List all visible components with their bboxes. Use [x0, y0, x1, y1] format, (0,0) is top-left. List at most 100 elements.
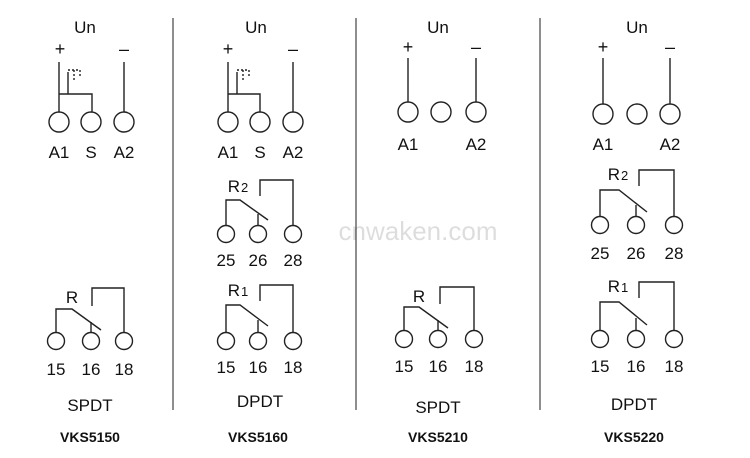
- terminal-18: [464, 329, 484, 349]
- terminal-label: A1: [398, 135, 419, 154]
- supply-wiring: [58, 62, 125, 112]
- relay-contact: [225, 179, 294, 226]
- terminal-15: [394, 329, 414, 349]
- panel-vks5150: Un + – A1 S A2 R 15 16 18 SPDT VKS5150: [47, 18, 135, 445]
- supply-wiring: [407, 58, 477, 102]
- plus-sign: +: [55, 39, 66, 59]
- relay-contact: [403, 286, 475, 331]
- contact-type: SPDT: [415, 398, 460, 417]
- terminal-label: 18: [465, 357, 484, 376]
- terminal-28: [283, 224, 303, 244]
- terminal-15: [216, 331, 236, 351]
- terminal-a1: [397, 101, 419, 123]
- terminal-label: A2: [114, 143, 135, 162]
- terminal-a1: [48, 111, 70, 133]
- terminal-label: 16: [429, 357, 448, 376]
- terminal-15: [590, 329, 610, 349]
- terminal-16: [428, 329, 448, 349]
- relay-contact: [599, 169, 675, 217]
- terminal-26: [626, 215, 646, 235]
- terminal-label: 18: [284, 358, 303, 377]
- terminal-label: A1: [593, 135, 614, 154]
- contact-type: DPDT: [237, 392, 283, 411]
- supply-label: Un: [427, 18, 449, 37]
- terminal-a2: [465, 101, 487, 123]
- terminal-unused: [626, 103, 648, 125]
- relay-subscript: 1: [621, 280, 628, 295]
- minus-sign: –: [288, 39, 298, 59]
- terminal-a2: [659, 103, 681, 125]
- terminal-18: [114, 331, 134, 351]
- terminal-label: 18: [665, 357, 684, 376]
- supply-label: Un: [74, 18, 96, 37]
- terminal-label: S: [254, 143, 265, 162]
- plus-sign: +: [598, 37, 609, 57]
- relay-contact: [55, 287, 125, 333]
- relay-subscript: 2: [621, 168, 628, 183]
- terminal-s: [80, 111, 102, 133]
- relay-label: R: [66, 288, 78, 307]
- supply-label: Un: [626, 18, 648, 37]
- model-name: VKS5150: [60, 429, 120, 445]
- terminal-15: [46, 331, 66, 351]
- terminal-18: [283, 331, 303, 351]
- relay-label: R: [228, 177, 240, 196]
- terminal-25: [590, 215, 610, 235]
- terminal-label: 16: [627, 357, 646, 376]
- terminal-a2: [282, 111, 304, 133]
- terminal-25: [216, 224, 236, 244]
- panel-vks5160: Un + – A1 S A2 R 2 25 26 28 R 1: [217, 18, 304, 445]
- terminal-18: [664, 329, 684, 349]
- terminal-label: 25: [217, 251, 236, 270]
- terminal-16: [81, 331, 101, 351]
- terminal-label: S: [85, 143, 96, 162]
- terminal-a1: [592, 103, 614, 125]
- terminal-label: A2: [660, 135, 681, 154]
- terminal-label: 15: [591, 357, 610, 376]
- terminal-label: 15: [217, 358, 236, 377]
- panel-vks5220: Un + – A1 A2 R 2 25 26 28 R 1: [591, 18, 684, 445]
- minus-sign: –: [665, 37, 675, 57]
- terminal-label: 25: [591, 244, 610, 263]
- terminal-label: 16: [82, 360, 101, 379]
- terminal-label: 26: [627, 244, 646, 263]
- relay-label: R: [608, 165, 620, 184]
- contact-type: SPDT: [67, 396, 112, 415]
- terminal-a1: [217, 111, 239, 133]
- terminal-label: 28: [665, 244, 684, 263]
- terminal-label: 26: [249, 251, 268, 270]
- terminal-label: A2: [283, 143, 304, 162]
- relay-label: R: [608, 277, 620, 296]
- terminal-label: 15: [395, 357, 414, 376]
- terminal-16: [626, 329, 646, 349]
- terminal-28: [664, 215, 684, 235]
- relay-subscript: 2: [241, 180, 248, 195]
- terminal-label: A2: [466, 135, 487, 154]
- terminal-label: 18: [115, 360, 134, 379]
- supply-wiring: [227, 62, 294, 112]
- terminal-unused: [430, 101, 452, 123]
- terminal-label: A1: [218, 143, 239, 162]
- minus-sign: –: [471, 37, 481, 57]
- contact-type: DPDT: [611, 395, 657, 414]
- terminal-a2: [113, 111, 135, 133]
- minus-sign: –: [119, 39, 129, 59]
- terminal-label: 28: [284, 251, 303, 270]
- supply-label: Un: [245, 18, 267, 37]
- relay-subscript: 1: [241, 284, 248, 299]
- panel-vks5210: Un + – A1 A2 R 15 16 18 SPDT VKS5210: [395, 18, 487, 445]
- relay-contact: [225, 284, 294, 333]
- relay-label: R: [228, 281, 240, 300]
- watermark: cnwaken.com: [339, 216, 498, 246]
- terminal-16: [248, 331, 268, 351]
- relay-label: R: [413, 287, 425, 306]
- terminal-26: [248, 224, 268, 244]
- terminal-label: A1: [49, 143, 70, 162]
- terminal-s: [249, 111, 271, 133]
- plus-sign: +: [403, 37, 414, 57]
- supply-wiring: [602, 58, 671, 104]
- relay-contact: [599, 281, 675, 331]
- model-name: VKS5160: [228, 429, 288, 445]
- model-name: VKS5210: [408, 429, 468, 445]
